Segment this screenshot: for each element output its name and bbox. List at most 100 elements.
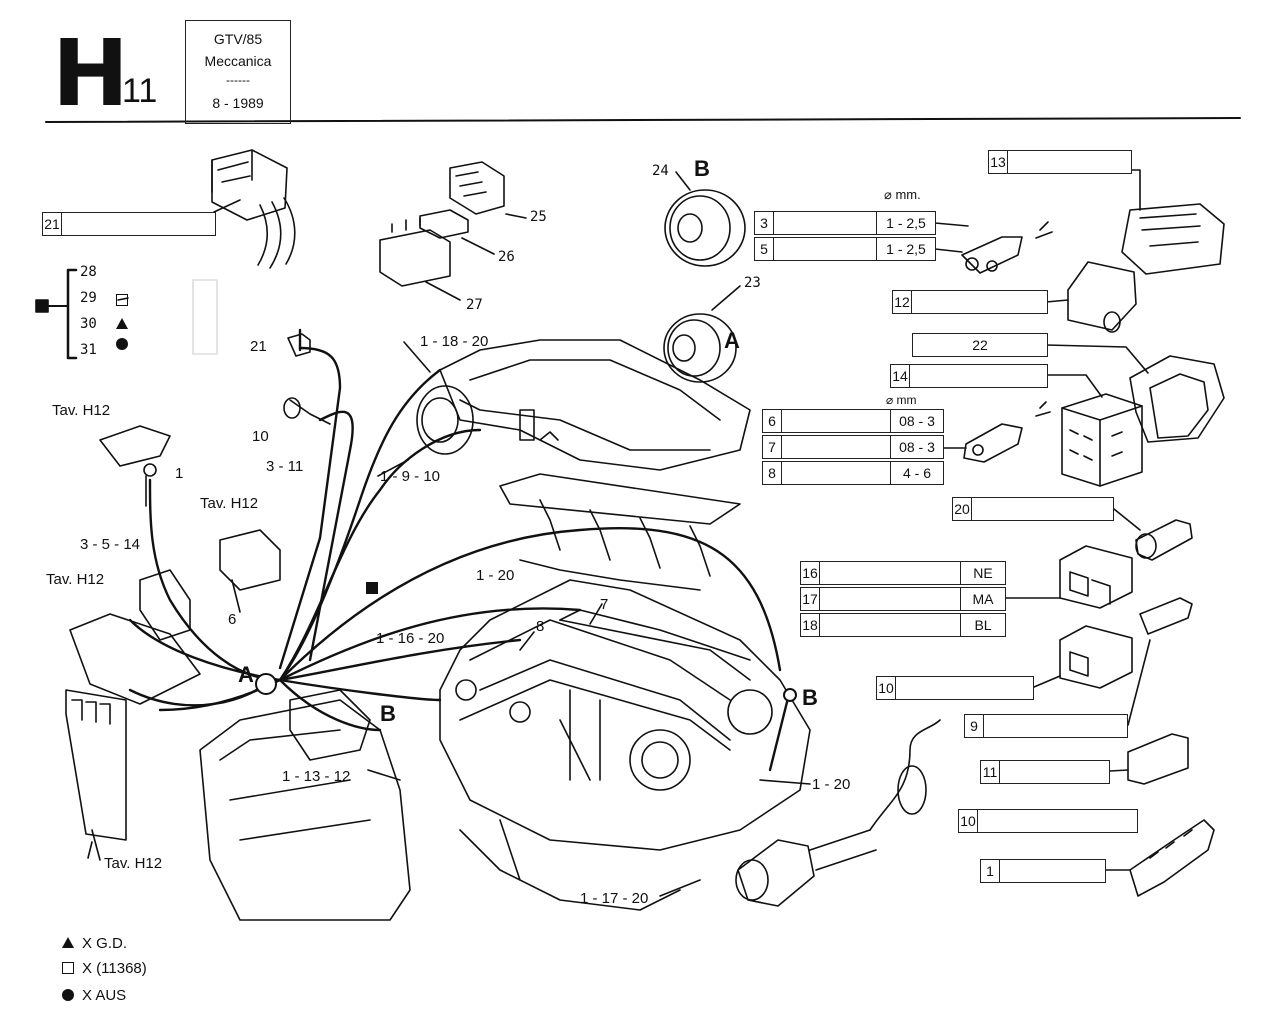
- callout-1-18-20: 1 - 18 - 20: [420, 333, 489, 350]
- part-box-9[interactable]: 9: [964, 714, 1128, 738]
- callout-25: 25: [530, 209, 547, 225]
- part-box-7[interactable]: 7 08 - 3: [762, 435, 944, 459]
- ecu-box-drawing: [65, 613, 201, 861]
- callout-1-13-12: 1 - 13 - 12: [282, 768, 351, 785]
- engine-block-drawing: [439, 579, 811, 911]
- triangle-symbol: [116, 318, 128, 329]
- part-box-14[interactable]: 14: [890, 364, 1048, 388]
- callout-1-20-top: 1 - 20: [476, 567, 515, 584]
- legend-circle-icon: [62, 989, 74, 1001]
- callout-1: 1: [175, 465, 184, 482]
- terminal-6-7-8-drawing: [943, 401, 1051, 463]
- part-box-8[interactable]: 8 4 - 6: [762, 461, 944, 485]
- part-box-5-number: 5: [755, 238, 774, 260]
- part-box-20-number: 20: [953, 498, 972, 520]
- wire-gauge-header-2: ⌀ mm: [886, 393, 917, 407]
- ref-tav-h12-ecu[interactable]: Tav. H12: [104, 855, 163, 872]
- callout-21: 21: [250, 338, 267, 355]
- part-box-17-color: MA: [960, 588, 1005, 610]
- header-rule: [45, 117, 1241, 123]
- part-box-12-number: 12: [893, 291, 912, 313]
- connector-10a-drawing: [1033, 597, 1193, 726]
- boot-22-drawing: [1045, 344, 1225, 443]
- letter-b-grommet: B: [694, 156, 710, 181]
- connector-25-26-27-drawing: [379, 161, 527, 301]
- part-box-22-number: 22: [972, 337, 988, 353]
- part-box-8-gauge: 4 - 6: [890, 462, 943, 484]
- plug-20-drawing: [1113, 508, 1193, 561]
- letter-b-filter: B: [380, 701, 396, 726]
- letter-b-engine: B: [802, 685, 818, 710]
- part-box-3[interactable]: 3 1 - 2,5: [754, 211, 936, 235]
- part-box-12[interactable]: 12: [892, 290, 1048, 314]
- part-box-17-number: 17: [801, 588, 820, 610]
- date-label: 8 - 1989: [212, 95, 264, 111]
- connector-14-drawing: [1045, 374, 1143, 487]
- black-square-marker-harness: [366, 582, 378, 594]
- part-box-13[interactable]: 13: [988, 150, 1132, 174]
- part-box-7-gauge: 08 - 3: [890, 436, 943, 458]
- grommet-23-drawing: [663, 285, 741, 383]
- callout-26: 26: [498, 249, 515, 265]
- part-box-7-number: 7: [763, 436, 782, 458]
- ref-tav-h12-relay[interactable]: Tav. H12: [200, 495, 259, 512]
- part-box-5[interactable]: 5 1 - 2,5: [754, 237, 936, 261]
- model-label: GTV/85: [213, 31, 263, 47]
- callout-3-11: 3 - 11: [266, 458, 304, 475]
- callout-23: 23: [744, 275, 761, 291]
- connector-13-drawing: [1121, 169, 1225, 275]
- part-box-22[interactable]: 22: [912, 333, 1048, 357]
- connector-11-drawing: [1109, 733, 1189, 785]
- intake-manifold-drawing: [416, 339, 751, 471]
- part-box-20[interactable]: 20: [952, 497, 1114, 521]
- part-box-6-number: 6: [763, 410, 782, 432]
- grommet-a-on-harness: [255, 673, 277, 695]
- part-box-3-number: 3: [755, 212, 774, 234]
- injector-rail-drawing: [499, 473, 741, 591]
- callout-27: 27: [466, 297, 483, 313]
- sensor-left-drawing: [99, 333, 331, 641]
- bracket-28-31: [66, 268, 78, 360]
- part-box-11[interactable]: 11: [980, 760, 1110, 784]
- grommet-24-drawing: [664, 171, 746, 267]
- legend-square-text: X (11368): [82, 960, 147, 977]
- ref-tav-h12-module[interactable]: Tav. H12: [46, 571, 105, 588]
- part-box-13-number: 13: [989, 151, 1008, 173]
- connector-21-drawing: [211, 149, 296, 269]
- callout-6: 6: [228, 611, 237, 628]
- part-box-6[interactable]: 6 08 - 3: [762, 409, 944, 433]
- part-box-8-number: 8: [763, 462, 782, 484]
- boot-12-drawing: [1045, 261, 1137, 333]
- part-box-10-lower[interactable]: 10: [958, 809, 1138, 833]
- circle-symbol: [116, 338, 128, 350]
- wire-gauge-header-1: ⌀ mm.: [884, 187, 921, 202]
- part-box-3-gauge: 1 - 2,5: [876, 212, 935, 234]
- part-box-10-upper[interactable]: 10: [876, 676, 1034, 700]
- callout-1-20-right: 1 - 20: [812, 776, 851, 793]
- grommet-b-on-harness: [783, 688, 797, 702]
- callout-1-9-10: 1 - 9 - 10: [380, 468, 441, 485]
- sheet-letter: H: [52, 20, 129, 127]
- letter-a-grommet: A: [724, 328, 740, 353]
- part-box-17[interactable]: 17 MA: [800, 587, 1006, 611]
- part-box-6-gauge: 08 - 3: [890, 410, 943, 432]
- callout-1-16-20: 1 - 16 - 20: [376, 630, 445, 647]
- part-box-1[interactable]: 1: [980, 859, 1106, 883]
- bracket-1-drawing: [1105, 819, 1215, 897]
- legend-square-icon: [62, 962, 74, 974]
- legend-circle-text: X AUS: [82, 987, 127, 1004]
- callout-24: 24: [652, 163, 669, 179]
- letter-a-harness: A: [238, 662, 254, 687]
- air-filter-housing-drawing: [199, 689, 411, 921]
- connector-16-17-18-drawing: [1005, 545, 1133, 609]
- part-box-9-number: 9: [965, 715, 984, 737]
- ref-tav-h12-sensor[interactable]: Tav. H12: [52, 402, 111, 419]
- callout-7: 7: [600, 596, 609, 613]
- part-box-21[interactable]: 21: [42, 212, 216, 236]
- title-dashes: ------: [226, 73, 250, 87]
- part-box-5-gauge: 1 - 2,5: [876, 238, 935, 260]
- title-block: GTV/85 Meccanica ------ 8 - 1989: [185, 20, 291, 124]
